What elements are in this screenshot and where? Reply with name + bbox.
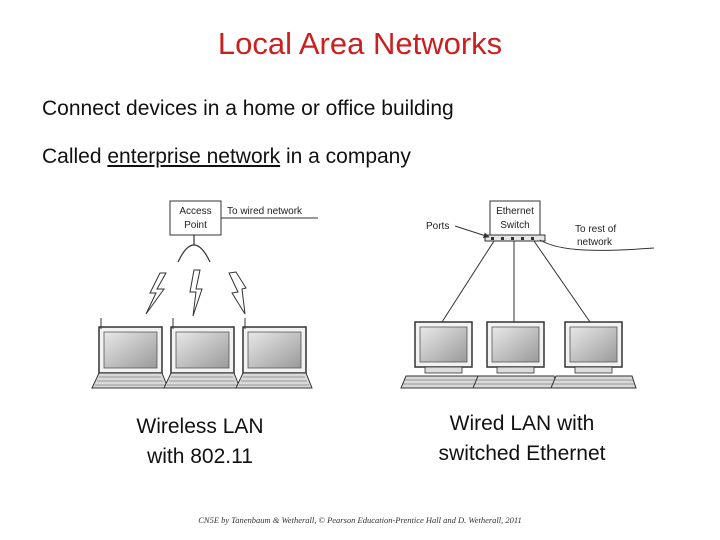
bullet-suffix: in a company — [280, 145, 411, 168]
laptop-icon — [91, 318, 169, 389]
switch-label-2: Switch — [500, 220, 529, 231]
wireless-signal-icon — [145, 269, 247, 317]
wireless-caption-line-2: with 802.11 — [147, 445, 253, 468]
rest-of-network-label-1: To rest of — [575, 224, 616, 235]
bullet-enterprise-network: Called enterprise network in a company — [42, 145, 411, 169]
access-point-label-1: Access — [179, 206, 211, 217]
laptop-icon — [163, 318, 241, 389]
access-point-label-2: Point — [184, 220, 207, 231]
ethernet-switch-icon: Ethernet Switch — [484, 200, 546, 242]
bullet-connect-devices: Connect devices in a home or office buil… — [42, 97, 454, 120]
laptop-icon — [235, 318, 313, 389]
enterprise-network-term: enterprise network — [107, 145, 281, 168]
wired-caption-line-2: switched Ethernet — [438, 442, 606, 465]
desktop-computer-icon — [400, 321, 487, 389]
switch-label-1: Ethernet — [496, 206, 534, 217]
to-wired-network-label: To wired network — [227, 206, 303, 217]
bullet-prefix: Called — [42, 145, 108, 168]
wireless-lan-caption: Wireless LAN with 802.11 — [100, 412, 300, 472]
slide-title: Local Area Networks — [217, 26, 503, 61]
rest-of-network-label-2: network — [577, 237, 613, 248]
rest-of-network-line — [539, 239, 655, 251]
desktop-computer-icon — [472, 321, 559, 389]
ports-label: Ports — [426, 221, 449, 232]
access-point-icon: Access Point — [169, 200, 222, 263]
wired-lan-caption: Wired LAN with switched Ethernet — [412, 409, 632, 469]
copyright-footer: CN5E by Tanenbaum & Wetherall, © Pearson… — [198, 515, 522, 525]
ethernet-cables — [441, 240, 591, 323]
ports-arrow — [454, 225, 490, 239]
wireless-caption-line-1: Wireless LAN — [136, 415, 264, 438]
desktop-computer-icon — [550, 321, 637, 389]
wired-caption-line-1: Wired LAN with — [449, 412, 595, 435]
